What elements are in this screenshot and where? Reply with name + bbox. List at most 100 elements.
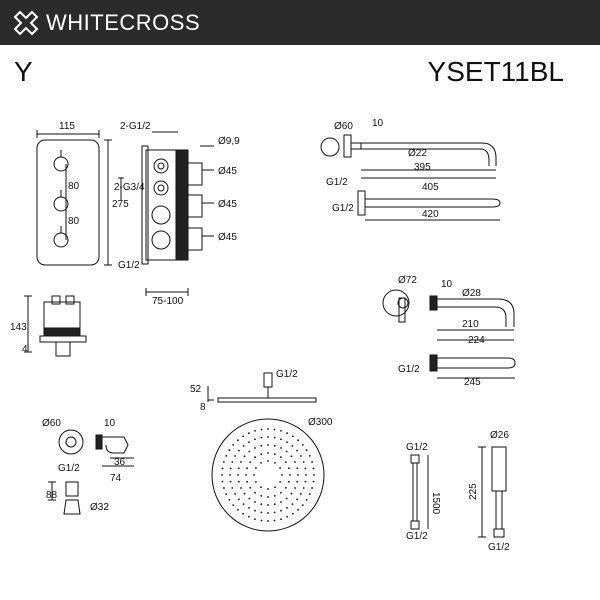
dim-outlet-10: 10 <box>104 418 116 429</box>
dim-head-52: 52 <box>190 384 202 395</box>
nozzle-dot <box>260 444 263 447</box>
nozzle-dot <box>311 461 313 463</box>
series-label: Y <box>14 56 33 87</box>
dim-arm-10: 10 <box>372 118 384 129</box>
nozzle-dot <box>232 444 235 446</box>
nozzle-dot <box>297 439 299 442</box>
nozzle-dot <box>253 474 255 476</box>
nozzle-dot <box>280 456 282 459</box>
nozzle-dot <box>304 467 307 470</box>
nozzle-dot <box>281 474 283 476</box>
nozzle-dot <box>267 504 269 506</box>
nozzle-dot <box>245 474 247 476</box>
shower-head-side-view <box>207 372 317 403</box>
nozzle-dot <box>280 430 282 432</box>
dim-spacing-1: 80 <box>68 181 80 192</box>
dim-valve-4: 4 <box>22 344 28 355</box>
nozzle-dot <box>285 450 288 453</box>
dim-knob-2: Ø45 <box>218 199 237 210</box>
nozzle-dot <box>260 486 262 488</box>
nozzle-dot <box>292 435 294 438</box>
dim-hose-g12-top: G1/2 <box>406 442 428 453</box>
nozzle-dot <box>238 449 240 452</box>
dim-thread-top: 2-G1/2 <box>120 121 151 132</box>
nozzle-dot <box>254 491 256 494</box>
nozzle-dot <box>289 474 291 476</box>
nozzle-dot <box>255 481 257 483</box>
nozzle-dot <box>290 455 293 458</box>
dim-spout-224: 224 <box>468 335 485 346</box>
dim-dia-9-9: Ø9,9 <box>218 136 240 147</box>
wall-outlet-view <box>58 429 134 467</box>
nozzle-dot <box>280 438 282 441</box>
nozzle-dot <box>308 455 311 457</box>
nozzle-dot <box>260 503 263 506</box>
nozzle-dot <box>301 504 304 506</box>
dim-arm-g12: G1/2 <box>326 177 348 188</box>
nozzle-dot <box>248 507 250 509</box>
nozzle-dot <box>294 487 296 489</box>
nozzle-dot <box>288 480 290 483</box>
nozzle-dot <box>313 474 315 476</box>
nozzle-dot <box>284 461 287 463</box>
nozzle-dot <box>296 449 298 452</box>
dim-holder-dia: Ø32 <box>90 502 109 513</box>
dim-spout-10: 10 <box>441 279 453 290</box>
dim-outlet-dia: Ø60 <box>42 418 61 429</box>
nozzle-dot <box>225 455 228 457</box>
nozzle-dot <box>267 460 269 462</box>
dim-knob-1: Ø45 <box>218 166 237 177</box>
nozzle-dot <box>297 474 299 476</box>
shower-head-nozzles <box>221 428 315 522</box>
nozzle-dot <box>260 519 263 522</box>
nozzle-dot <box>273 511 276 514</box>
nozzle-dot <box>254 438 256 441</box>
nozzle-dot <box>302 487 305 489</box>
nozzle-dot <box>267 520 269 522</box>
nozzle-dot <box>255 467 257 469</box>
nozzle-dot <box>267 428 269 430</box>
hand-holder-view <box>48 481 81 515</box>
dim-spout-g12: G1/2 <box>398 364 420 375</box>
nozzle-dot <box>296 498 298 501</box>
dim-head-dia: Ø300 <box>308 417 333 428</box>
nozzle-dot <box>238 498 240 501</box>
nozzle-dot <box>237 467 240 470</box>
nozzle-dot <box>248 432 250 435</box>
nozzle-dot <box>296 480 299 483</box>
nozzle-dot <box>260 495 263 497</box>
nozzle-dot <box>221 467 224 470</box>
nozzle-dot <box>280 501 282 503</box>
brand-header: WHITECROSS <box>0 0 600 45</box>
nozzle-dot <box>231 461 234 463</box>
nozzle-dot <box>260 462 262 464</box>
dim-arm-dia: Ø22 <box>408 148 427 159</box>
nozzle-dot <box>260 453 263 455</box>
dim-arm2-g12: G1/2 <box>332 203 354 214</box>
nozzle-dot <box>280 447 282 449</box>
nozzle-dot <box>302 461 305 463</box>
nozzle-dot <box>254 456 256 459</box>
nozzle-dot <box>305 449 308 451</box>
bath-spout-view <box>382 289 516 379</box>
nozzle-dot <box>285 497 288 500</box>
nozzle-dot <box>229 467 232 470</box>
nozzle-dot <box>274 486 276 488</box>
dim-arm-395: 395 <box>414 162 431 173</box>
dim-valve-g12: G1/2 <box>118 260 140 271</box>
nozzle-dot <box>290 492 293 495</box>
nozzle-dot <box>286 441 288 443</box>
nozzle-dot <box>246 467 249 470</box>
nozzle-dot <box>267 512 269 514</box>
nozzle-dot <box>304 480 307 483</box>
nozzle-dot <box>223 461 225 463</box>
dim-arm-rose: Ø60 <box>334 121 353 132</box>
nozzle-dot <box>260 436 263 439</box>
nozzle-dot <box>286 507 288 509</box>
nozzle-dot <box>229 474 231 476</box>
dim-head-8: 8 <box>200 402 206 413</box>
nozzle-dot <box>300 455 302 457</box>
nozzle-dot <box>254 430 256 432</box>
nozzle-dot <box>249 487 252 489</box>
